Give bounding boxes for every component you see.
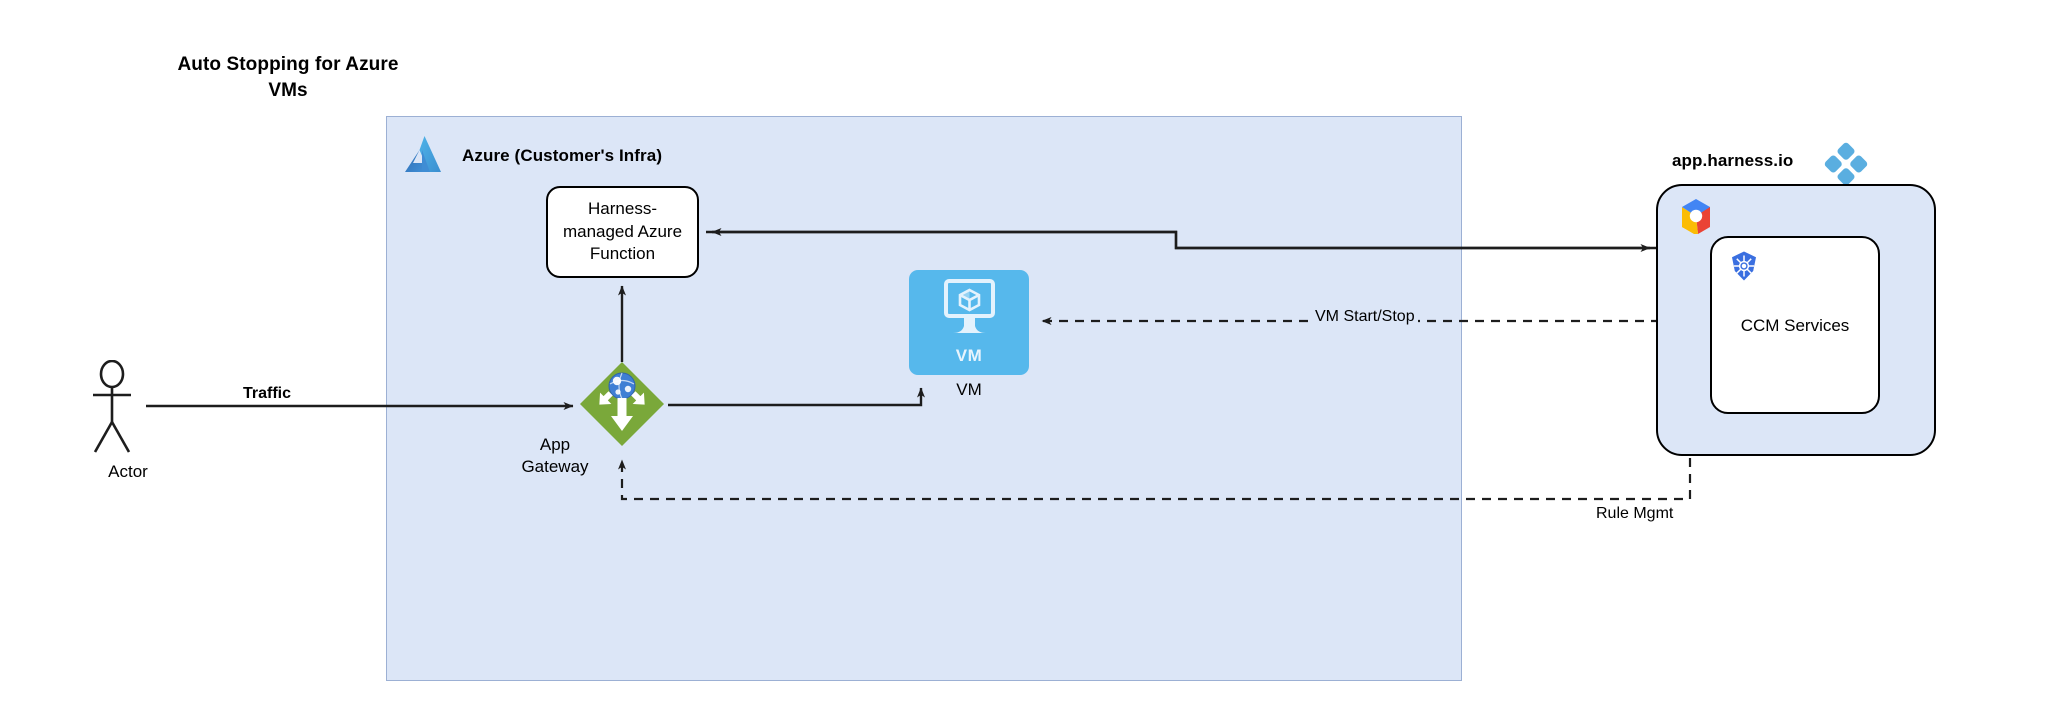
- harness-managed-azure-function-node[interactable]: Harness- managed Azure Function: [546, 186, 699, 278]
- azure-container-label: Azure (Customer's Infra): [462, 146, 663, 165]
- app-gateway-label-line-1: App: [539, 435, 571, 454]
- edge-label-traffic: Traffic: [240, 385, 295, 403]
- page-title-line-2: VMs: [268, 79, 308, 101]
- ccm-services-node[interactable]: CCM Services: [1710, 236, 1880, 414]
- app-gateway-label-line-2: Gateway: [521, 457, 589, 477]
- page-title: Auto Stopping for Azure VMs: [148, 52, 428, 103]
- edge-label-rule-mgmt: Rule Mgmt: [1593, 505, 1677, 523]
- kubernetes-logo-icon: [1728, 250, 1760, 282]
- azure-application-gateway-icon[interactable]: [578, 360, 666, 448]
- harness-function-label-line-2: managed Azure: [562, 221, 683, 241]
- actor-label: Actor: [108, 462, 148, 481]
- app-gateway-label: App Gateway: [500, 434, 610, 478]
- virtual-machine-icon[interactable]: VM: [909, 270, 1029, 375]
- ccm-services-label: CCM Services: [1740, 316, 1850, 335]
- vm-caption: VM: [956, 380, 982, 399]
- edge-label-vm-start-stop: VM Start/Stop: [1312, 308, 1418, 326]
- harness-function-label: Harness- managed Azure Function: [553, 198, 693, 266]
- harness-function-label-line-3: Function: [589, 244, 656, 264]
- harness-function-label-line-1: Harness-: [588, 199, 657, 219]
- actor-stick-figure-icon[interactable]: [90, 359, 164, 456]
- harness-logo-icon: [1824, 142, 1868, 186]
- harness-cloud-label: app.harness.io: [1672, 151, 1794, 170]
- google-cloud-logo-icon: [1674, 196, 1718, 238]
- page-title-line-1: Auto Stopping for Azure: [177, 54, 399, 75]
- azure-logo-icon: [400, 132, 446, 180]
- vm-inner-label: VM: [955, 346, 983, 365]
